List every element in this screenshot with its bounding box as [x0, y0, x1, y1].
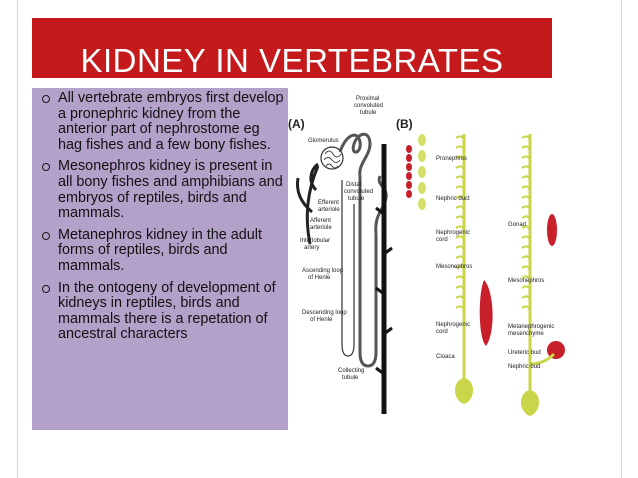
label-efferent-arteriole: arteriole [318, 207, 340, 213]
bullet-circle-icon [42, 163, 50, 172]
label-interlobular: Interlobular [300, 238, 330, 244]
label-afferent: Afferent [310, 218, 331, 224]
label-pronephros: Pronephros [436, 156, 467, 162]
left-green-column-shape [418, 134, 426, 210]
pronephros-tubules-shape [406, 145, 412, 198]
quarter-circle-icon [584, 400, 608, 424]
interlobular-artery-shape [296, 162, 320, 245]
label-nephrogenic: Nephrogenic [436, 230, 470, 236]
label-distal-tubule: tubule [348, 196, 365, 202]
label-mesonephros-2: Mesonephros [508, 278, 544, 284]
gonad-shape [547, 214, 557, 246]
collecting-duct-branches-shape [375, 206, 393, 376]
bullet-circle-icon [42, 95, 50, 103]
bullet-text: All vertebrate embryos first develop a p… [58, 90, 284, 153]
label-proximal-tubule: tubule [360, 110, 377, 116]
bullet-item: All vertebrate embryos first develop a p… [40, 90, 286, 153]
kidney-diagram-figure: (A) Proximal convoluted tubule Glomerulu… [288, 96, 565, 416]
label-ureteric-bud: Ureteric bud [508, 350, 541, 356]
bullet-list: All vertebrate embryos first develop a p… [40, 90, 286, 349]
label-nephric-bud: Nephric bud [508, 364, 540, 370]
label-distal: Distal [346, 182, 361, 188]
bullet-item: Metanephros kidney in the adult forms of… [40, 226, 286, 275]
label-cloaca: Cloaca [436, 354, 455, 360]
proximal-tubule-shape [338, 132, 372, 177]
label-mesenchyme: mesenchyme [508, 331, 544, 337]
bullet-circle-icon [42, 231, 50, 240]
right-cloaca-shape [521, 390, 539, 416]
content-box: All vertebrate embryos first develop a p… [32, 88, 288, 430]
label-descending-loop: Descending loop [302, 310, 347, 316]
label-gonad: Gonad [508, 222, 526, 228]
bullet-item: In the ontogeny of development of kidney… [40, 279, 286, 343]
title-bar: KIDNEY IN VERTEBRATES [32, 18, 552, 79]
mesonephros-shape [479, 280, 493, 346]
label-artery: artery [304, 245, 319, 251]
label-collecting: Collecting [338, 368, 364, 374]
panel-b-letter: (B) [396, 117, 413, 131]
bullet-item: Mesonephros kidney is present in all bon… [40, 159, 286, 221]
vasa-recta-shape [341, 180, 355, 357]
label-proximal: Proximal [356, 96, 379, 102]
glomerulus-shape [320, 146, 344, 170]
bullet-text: In the ontogeny of development of kidney… [58, 279, 276, 343]
label-proximal-convoluted: convoluted [354, 103, 383, 109]
left-cloaca-shape [455, 378, 473, 404]
label-efferent: Efferent [318, 200, 339, 206]
slide-frame-right [621, 0, 622, 478]
label-afferent-arteriole: arteriole [310, 225, 332, 231]
panel-b-left-labels: Pronephros Nephric duct Nephrogenic cord… [436, 156, 472, 360]
panel-a-labels: Proximal convoluted tubule Glomerulus Ef… [300, 96, 383, 381]
loop-of-henle-shape [358, 176, 378, 368]
left-tubule-column [455, 135, 465, 311]
right-tubule-column [521, 135, 531, 311]
label-nephrogenic-2: Nephrogenic [436, 322, 470, 328]
ureteric-bud-shape [529, 352, 556, 366]
label-metanephrogenic: Metanephrogenic [508, 324, 554, 330]
label-nephrogenic-cord: cord [436, 237, 448, 243]
nephron-diagram: (A) Proximal convoluted tubule Glomerulu… [288, 96, 393, 414]
label-ascending-henle: of Henle [308, 275, 331, 281]
bullet-text: Metanephros kidney in the adult forms of… [58, 226, 262, 274]
bullet-circle-icon [42, 284, 50, 293]
bullet-text: Mesonephros kidney is present in all bon… [58, 158, 283, 222]
label-collecting-tubule: tubule [342, 375, 359, 381]
kidney-evolution-diagram: (B) P [396, 117, 565, 416]
label-glomerulus: Glomerulus [308, 138, 339, 144]
label-ascending-loop: Ascending loop [302, 268, 344, 274]
panel-b-right-labels: Gonad Mesonephros Metanephrogenic mesenc… [508, 222, 554, 370]
label-nephrogenic-2-cord: cord [436, 329, 448, 335]
glomerulus-capillaries-shape [323, 150, 342, 169]
label-distal-convoluted: convoluted [344, 189, 373, 195]
label-descending-henle: of Henle [310, 317, 333, 323]
slide-title: KIDNEY IN VERTEBRATES [80, 42, 504, 79]
label-mesonephros: Mesonephros [436, 264, 472, 270]
label-nephric-duct: Nephric duct [436, 196, 470, 202]
panel-a-letter: (A) [288, 117, 305, 131]
slide-frame-left [17, 0, 18, 478]
